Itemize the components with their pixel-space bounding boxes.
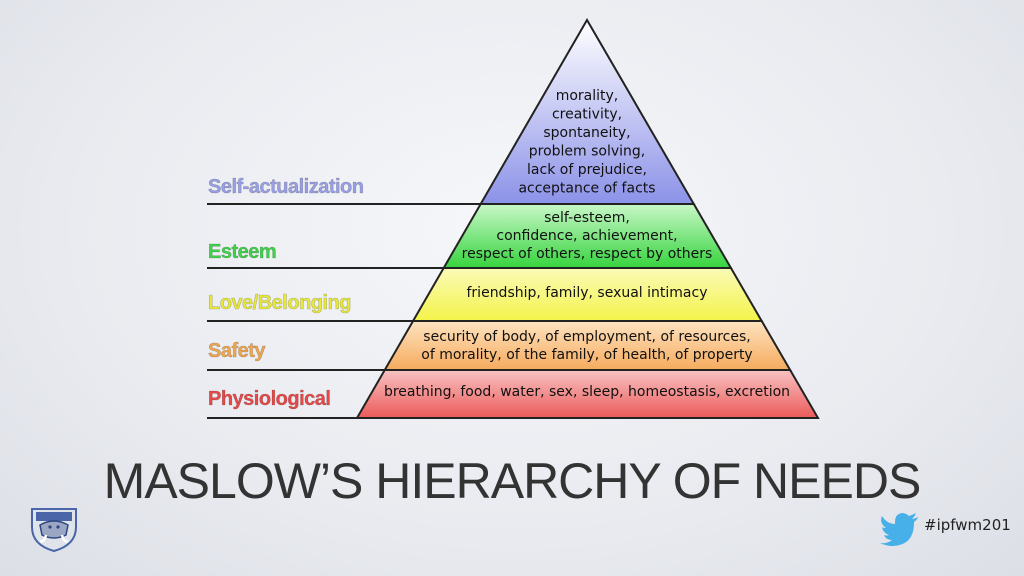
level-label: Safety [208,340,266,362]
level-label: Physiological [208,388,330,410]
tier-description-line: of morality, of the family, of health, o… [421,347,752,363]
pyramid-tier-physiological [355,369,820,419]
tier-description-line: respect of others, respect by others [462,246,713,262]
tier-description-line: breathing, food, water, sex, sleep, home… [384,384,790,400]
page-title: MASLOW’S HIERARCHY OF NEEDS [103,453,922,509]
tier-description-line: confidence, achievement, [496,228,677,244]
tier-description-line: lack of prejudice, [527,162,647,178]
tier-description-line: creativity, [552,107,622,123]
level-label: Esteem [208,241,276,263]
tier-description-line: self-esteem, [544,210,630,226]
tier-description-line: spontaneity, [543,125,630,141]
twitter-bird-icon [880,512,920,550]
hashtag-label: #ipfwm201 [924,516,1011,534]
tier-description-line: acceptance of facts [518,181,655,197]
tier-description-line: friendship, family, sexual intimacy [467,285,708,301]
tier-description-line: security of body, of employment, of reso… [423,329,750,345]
level-label: Love/Belonging [208,292,351,314]
level-label: Self-actualization [208,176,363,198]
mastodon-crest-logo [26,505,82,557]
tier-description-line: morality, [556,88,619,104]
tier-description-line: problem solving, [529,144,646,160]
